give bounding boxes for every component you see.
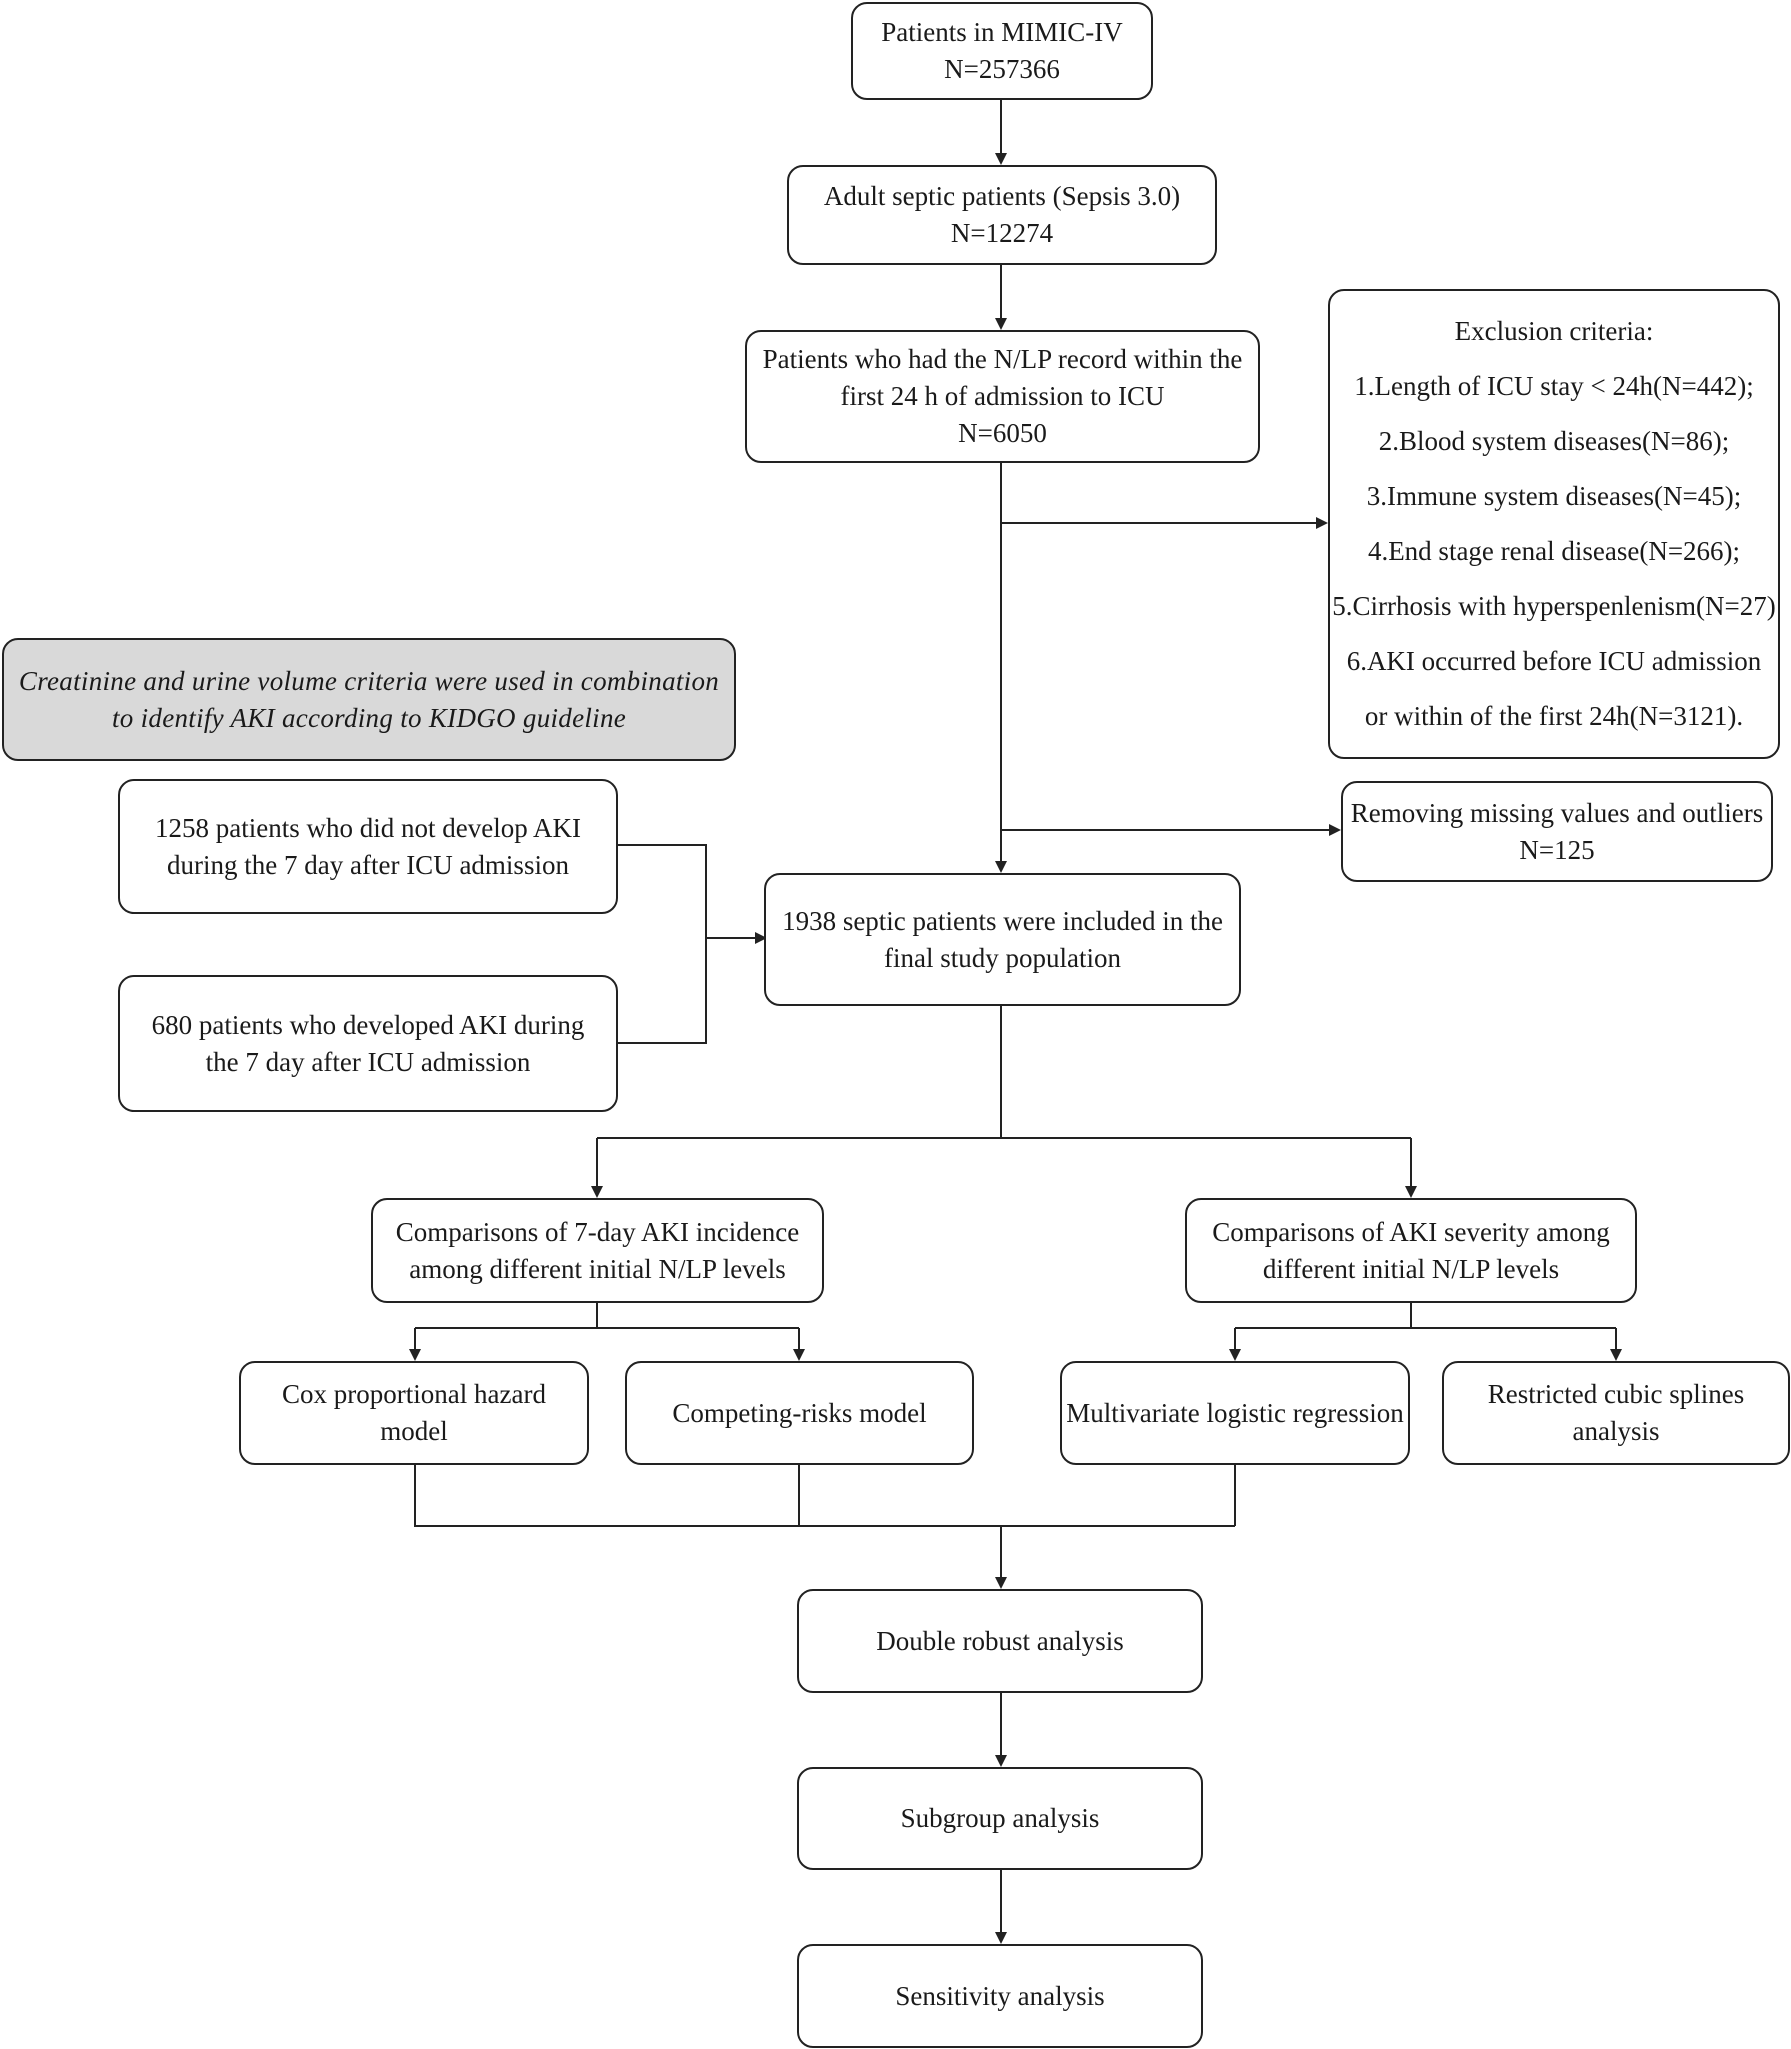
box-no-aki-group: 1258 patients who did not develop AKI du… (118, 779, 618, 914)
box-aki-group: 680 patients who developed AKI during th… (118, 975, 618, 1112)
box-cubic-splines: Restricted cubic splines analysis (1442, 1361, 1790, 1465)
box-double-robust: Double robust analysis (797, 1589, 1203, 1693)
box-mimic-patients: Patients in MIMIC-IV N=257366 (851, 2, 1153, 100)
box-kdigo-note: Creatinine and urine volume criteria wer… (2, 638, 736, 761)
box-adult-septic: Adult septic patients (Sepsis 3.0) N=122… (787, 165, 1217, 265)
branch-severity-down (1235, 1303, 1616, 1329)
box-nlp-record: Patients who had the N/LP record within … (745, 330, 1260, 463)
box-cox-model: Cox proportional hazard model (239, 1361, 589, 1465)
box-subgroup: Subgroup analysis (797, 1767, 1203, 1870)
branch-incidence-down (415, 1303, 799, 1329)
box-competing-risks: Competing-risks model (625, 1361, 974, 1465)
box-missing-values: Removing missing values and outliers N=1… (1341, 781, 1773, 882)
box-exclusion-criteria: Exclusion criteria: 1.Length of ICU stay… (1328, 289, 1780, 759)
box-final-population: 1938 septic patients were included in th… (764, 873, 1241, 1006)
merge-models (414, 1465, 1236, 1527)
bracket-aki-groups (617, 844, 707, 1044)
box-logistic-regression: Multivariate logistic regression (1060, 1361, 1410, 1465)
box-sensitivity: Sensitivity analysis (797, 1944, 1203, 2048)
box-aki-severity: Comparisons of AKI severity among differ… (1185, 1198, 1637, 1303)
box-aki-incidence: Comparisons of 7-day AKI incidence among… (371, 1198, 824, 1303)
